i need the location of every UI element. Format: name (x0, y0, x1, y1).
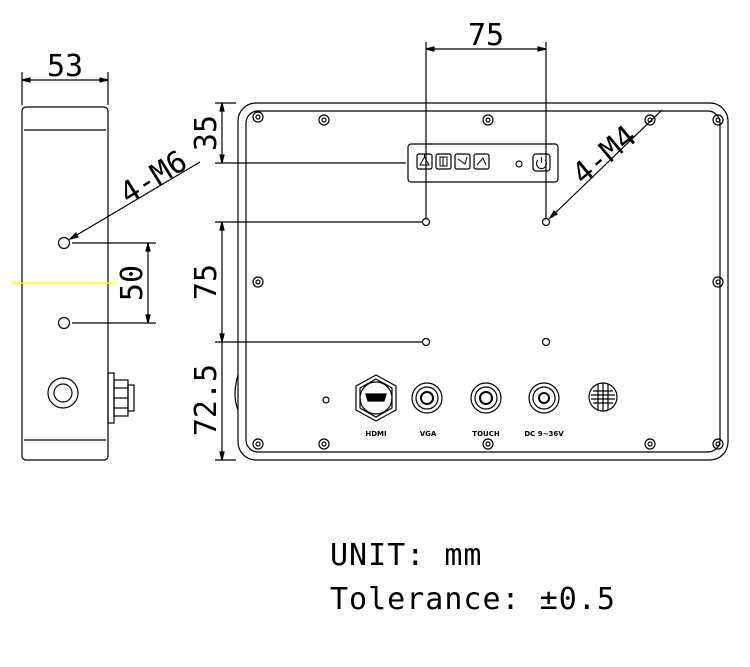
vent-grille (588, 382, 618, 412)
side-hole-bottom (57, 316, 71, 330)
hdmi-connector (355, 374, 397, 422)
screw-10 (482, 438, 494, 450)
screw-9 (318, 438, 330, 450)
front-thread-leader (548, 109, 663, 220)
screw-3 (482, 114, 494, 126)
screw-5 (712, 114, 724, 126)
side-hole-top (57, 236, 71, 250)
menu-button-icon (435, 153, 452, 170)
power-button-icon (532, 153, 551, 172)
screw-12 (712, 438, 724, 450)
vga-connector (411, 382, 443, 414)
side-connector (107, 372, 135, 424)
screw-6 (252, 276, 264, 288)
touch-connector (470, 382, 502, 414)
side-spacing-label: 50 (115, 265, 150, 301)
bottom-offset-label: 72.5 (189, 364, 224, 436)
vertical-spacing-dimension (215, 221, 422, 343)
mount-hole-1 (421, 217, 431, 227)
touch-label: TOUCH (472, 430, 500, 438)
mount-hole-2 (541, 217, 551, 227)
screw-7 (712, 276, 724, 288)
side-width-dimension (21, 72, 109, 105)
dc-connector (528, 382, 560, 414)
unit-note: UNIT: mm (330, 538, 483, 573)
vertical-spacing-label: 75 (189, 264, 224, 300)
top-offset-dimension (215, 102, 406, 164)
screw-11 (644, 438, 656, 450)
screw-2 (318, 114, 330, 126)
dc-label: DC 9~36V (524, 430, 564, 438)
front-view (215, 42, 729, 461)
top-offset-label: 35 (189, 115, 224, 151)
side-round-button (47, 377, 79, 409)
status-led-icon (322, 396, 330, 404)
side-spacing-dimension (72, 242, 156, 324)
down-button-icon (454, 153, 471, 170)
front-thread-label: 4-M4 (566, 119, 644, 192)
mount-hole-3 (421, 337, 431, 347)
top-spacing-dimension (425, 42, 547, 218)
screw-4 (644, 114, 656, 126)
hdmi-label: HDMI (365, 430, 386, 438)
screw-8 (252, 438, 264, 450)
screw-holes (252, 111, 724, 450)
vga-label: VGA (420, 430, 437, 438)
tolerance-note: Tolerance: ±0.5 (330, 582, 616, 617)
screw-1 (252, 111, 264, 123)
button-panel (407, 143, 559, 183)
bottom-offset-dimension (215, 342, 236, 461)
side-thread-label: 4-M6 (114, 144, 194, 212)
side-width-label: 53 (47, 49, 83, 84)
top-spacing-label: 75 (468, 18, 504, 53)
mount-hole-4 (541, 337, 551, 347)
side-thread-leader (68, 161, 201, 241)
up-button-icon (473, 153, 490, 170)
side-view (21, 72, 201, 461)
power-led-icon (515, 160, 523, 168)
